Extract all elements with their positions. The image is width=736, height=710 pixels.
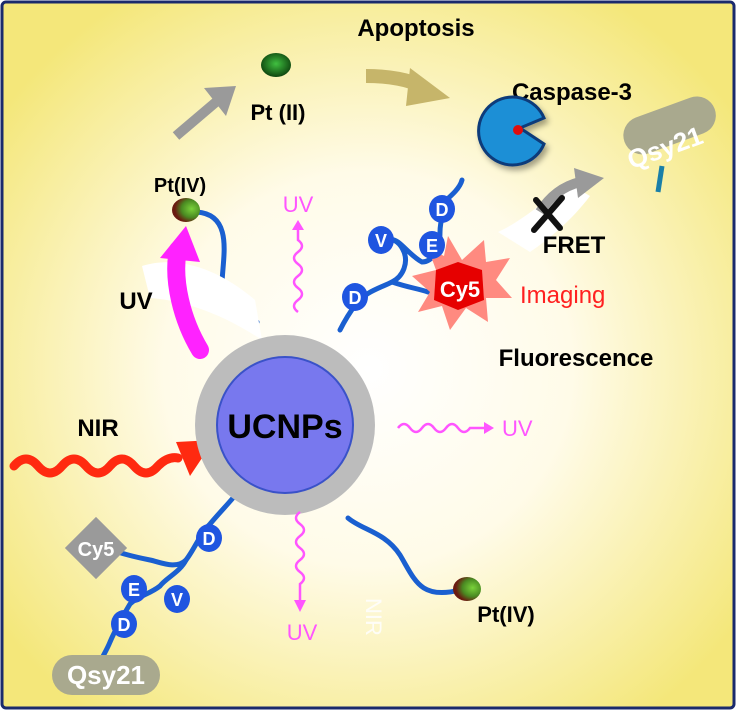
uv-emission-top-label: UV [283, 192, 314, 217]
pt-ii-label: Pt (II) [251, 100, 306, 125]
cy5-bottom-label: Cy5 [78, 539, 115, 561]
peptide-bead: D [342, 283, 368, 311]
svg-text:E: E [426, 236, 438, 256]
pt-iv-bottom-linker [345, 515, 463, 596]
cy5-quenched-fluorophore: Cy5 [64, 516, 128, 580]
cy5-active-fluorophore: Cy5 [412, 236, 512, 330]
peptide-linker-bottom [95, 489, 241, 671]
pt-iv-bottom-label: Pt(IV) [477, 602, 534, 627]
apoptosis-arrow [365, 68, 450, 106]
pt-iv-top-label: Pt(IV) [154, 175, 206, 197]
svg-text:V: V [375, 231, 387, 251]
svg-text:D: D [436, 200, 449, 220]
svg-text:V: V [171, 590, 183, 610]
peptide-bead: E [121, 575, 147, 603]
apoptosis-label: Apoptosis [357, 15, 474, 42]
uv-emission-right-label: UV [502, 416, 533, 441]
pt-release-arrow [172, 86, 236, 140]
peptide-bottom-beads: D V E D [111, 524, 222, 638]
peptide-bead: D [111, 610, 137, 638]
peptide-bead: V [368, 226, 394, 254]
uv-emission-bottom: UV [287, 511, 318, 645]
fret-arrow [531, 168, 604, 233]
svg-text:E: E [128, 580, 140, 600]
ucnp-core [216, 356, 354, 494]
pt-ii-sphere [261, 53, 291, 77]
fret-blocked-cross [531, 195, 565, 233]
peptide-top-beads: D E V D [342, 195, 455, 311]
caspase-3-enzyme-icon [477, 95, 546, 167]
fret-label: FRET [543, 232, 606, 259]
svg-text:D: D [203, 529, 216, 549]
nir-label: NIR [77, 415, 118, 442]
uv-emission-top: UV [283, 192, 314, 313]
svg-text:D: D [349, 288, 362, 308]
peptide-bead: D [429, 195, 455, 223]
peptide-bead: V [164, 585, 190, 613]
cy5-top-label: Cy5 [440, 277, 480, 302]
peptide-bead: E [419, 231, 445, 259]
peptide-bead: D [196, 524, 222, 552]
svg-text:D: D [118, 615, 131, 635]
nir-vertical-label: NIR [361, 598, 386, 636]
fluorescence-label: Fluorescence [499, 345, 654, 372]
qsy21-bottom: Qsy21 [52, 655, 160, 695]
pt-iv-top-sphere [172, 198, 200, 222]
qsy21-bottom-label: Qsy21 [67, 660, 145, 690]
ucnps-label: UCNPs [227, 408, 342, 446]
ucnp-nanoparticle: UCNPs [195, 335, 375, 515]
uv-emission-right: UV [397, 416, 533, 441]
imaging-label: Imaging [520, 282, 605, 309]
pt-iv-bottom-sphere [453, 577, 481, 601]
uv-arrow-label: UV [119, 288, 152, 315]
uv-emission-bottom-label: UV [287, 620, 318, 645]
uv-cleavage-arrow [160, 226, 209, 359]
